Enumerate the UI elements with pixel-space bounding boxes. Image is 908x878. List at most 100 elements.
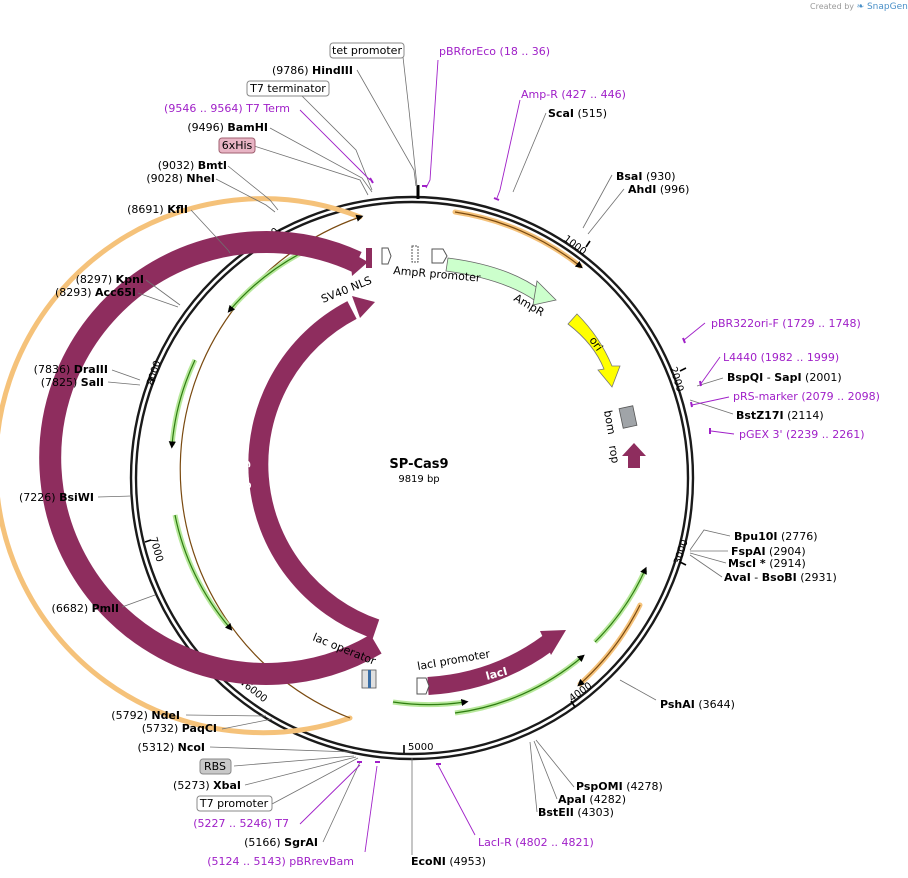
laci-arrowhead[interactable] (540, 630, 566, 655)
plead-amp-r (496, 99, 521, 199)
boxed-labels: tet promoter T7 terminator 6xHis RBS T7 … (196, 42, 405, 812)
site-bsiwi[interactable]: (7226) BsiWI (19, 491, 94, 504)
orf-green-5-line (454, 654, 585, 714)
site-fspai[interactable]: FspAI (2904) (731, 545, 806, 558)
site-sali[interactable]: (7825) SalI (41, 376, 104, 389)
orf-green-3[interactable] (172, 514, 232, 630)
lead-draiii (111, 369, 141, 381)
site-bsai[interactable]: BsaI (930) (616, 170, 676, 183)
site-econi[interactable]: EcoNI (4953) (411, 855, 486, 868)
site-draiii[interactable]: (7836) DraIII (34, 363, 108, 376)
lead-pmli (121, 594, 156, 608)
site-apai[interactable]: ApaI (4282) (558, 793, 626, 806)
site-paqci[interactable]: (5732) PaqCI (142, 722, 217, 735)
sv40-nls-feature[interactable] (366, 248, 372, 268)
laci-promoter-arrow[interactable] (416, 677, 430, 695)
orf-arc-left[interactable] (0, 196, 363, 736)
plead-pbrrevbam (364, 765, 378, 853)
t7-terminator-box[interactable] (246, 80, 330, 97)
tick-label-7000: 7000 (147, 536, 165, 563)
t7-promoter-box[interactable] (196, 795, 273, 812)
lead-bmti (227, 165, 279, 211)
cas9-inner-arc[interactable] (248, 301, 380, 639)
laci-label: lacI (484, 665, 508, 683)
rop-feature[interactable] (622, 443, 646, 468)
site-hindiii[interactable]: (9786) HindIII (272, 64, 353, 77)
plasmid-size: 9819 bp (398, 474, 439, 485)
primer-pbrforeco[interactable]: pBRforEco (18 .. 36) (439, 45, 550, 58)
cas9-outer-label: Cas9 (197, 460, 211, 490)
orf-green-2[interactable] (169, 358, 198, 446)
site-ncoi[interactable]: (5312) NcoI (138, 741, 205, 754)
credit-brand: SnapGene (866, 2, 908, 12)
site-pmli[interactable]: (6682) PmlI (52, 602, 119, 615)
site-ndei[interactable]: (5792) NdeI (111, 709, 180, 722)
primer-prs-marker[interactable]: pRS-marker (2079 .. 2098) (733, 390, 880, 403)
tet-promoter-feature[interactable] (411, 245, 419, 263)
site-kfli[interactable]: (8691) KflI (127, 203, 188, 216)
lead-bpu10i (689, 529, 731, 551)
site-bstz17i[interactable]: BstZ17I (2114) (736, 409, 824, 422)
cas9-outer-arc[interactable] (39, 231, 382, 685)
t7-terminator-feature[interactable] (381, 247, 392, 265)
site-scai[interactable]: ScaI (515) (548, 107, 607, 120)
site-bamhi[interactable]: (9496) BamHI (187, 121, 268, 134)
ampr-promoter-arrow[interactable] (431, 248, 448, 264)
t7-terminator-text: T7 terminator (249, 82, 326, 95)
lead-xbai (244, 756, 357, 786)
rop-label: rop (606, 444, 622, 464)
lead-avai (689, 554, 723, 578)
cas9-outer-arrowhead[interactable] (350, 252, 368, 276)
site-ahdi[interactable]: AhdI (996) (628, 183, 689, 196)
site-pshai[interactable]: PshAI (3644) (660, 698, 735, 711)
bom-label: bom (601, 409, 618, 435)
primer-t7term[interactable]: (9546 .. 9564) T7 Term (164, 102, 290, 115)
plead-pbrforeco (425, 59, 439, 189)
primer-t7[interactable]: (5227 .. 5246) T7 (193, 817, 289, 830)
site-pspomi[interactable]: PspOMI (4278) (576, 780, 663, 793)
primer-pbr322ori-f[interactable]: pBR322ori-F (1729 .. 1748) (711, 317, 861, 330)
primer-amp-r[interactable]: Amp-R (427 .. 446) (521, 88, 626, 101)
primer-laci-r[interactable]: LacI-R (4802 .. 4821) (478, 836, 594, 849)
primer-pbrrevbam[interactable]: (5124 .. 5143) pBRrevBam (207, 855, 354, 868)
cas9-inner-arrowhead[interactable] (352, 296, 375, 318)
lead-6xhis (253, 145, 369, 196)
primer-pgex3[interactable]: pGEX 3' (2239 .. 2261) (739, 428, 865, 441)
site-bpu10i[interactable]: Bpu10I (2776) (734, 530, 818, 543)
tick-label-3000: 3000 (672, 538, 690, 566)
tet-promoter-box[interactable] (329, 42, 405, 59)
6xhis-box[interactable] (218, 137, 256, 154)
lead-kfli (190, 209, 231, 254)
ori-feature[interactable] (567, 313, 621, 388)
orf-arc-top-line (454, 211, 583, 269)
laci-arc[interactable] (427, 635, 554, 695)
t7-promoter-text: T7 promoter (199, 797, 269, 810)
primer-l4440[interactable]: L4440 (1982 .. 1999) (723, 351, 839, 364)
plead-l4440 (699, 356, 721, 386)
lead-bsiwi (97, 495, 132, 498)
plead-prs-marker (691, 396, 730, 406)
site-bmti[interactable]: (9032) BmtI (158, 159, 227, 172)
cas9-inner-label: Cas9 (239, 460, 253, 490)
rbs-box[interactable] (199, 758, 232, 775)
ampr-arrowhead[interactable] (532, 280, 557, 306)
plead-t7 (299, 764, 361, 825)
site-xbai[interactable]: (5273) XbaI (173, 779, 241, 792)
site-kpni[interactable]: (8297) KpnI (76, 273, 144, 286)
site-bsteii[interactable]: BstEII (4303) (538, 806, 614, 819)
site-sgrai[interactable]: (5166) SgrAI (244, 836, 318, 849)
site-avai-bsobi[interactable]: AvaI - BsoBI (2931) (724, 571, 837, 584)
site-bspqi-sapi[interactable]: BspQI - SapI (2001) (727, 371, 842, 384)
tick-1000 (585, 240, 591, 248)
site-nhei[interactable]: (9028) NheI (146, 172, 215, 185)
site-acc65i[interactable]: (8293) Acc65I (55, 286, 136, 299)
site-msci[interactable]: MscI * (2914) (728, 557, 806, 570)
lead-nhei (215, 178, 276, 213)
bom-feature[interactable] (618, 405, 638, 429)
primer-lines (299, 59, 735, 853)
backbone-inner (134, 200, 690, 756)
orf-green-1[interactable] (228, 247, 309, 312)
plead-laci-r (437, 764, 476, 836)
lead-t7-terminator (295, 89, 373, 191)
